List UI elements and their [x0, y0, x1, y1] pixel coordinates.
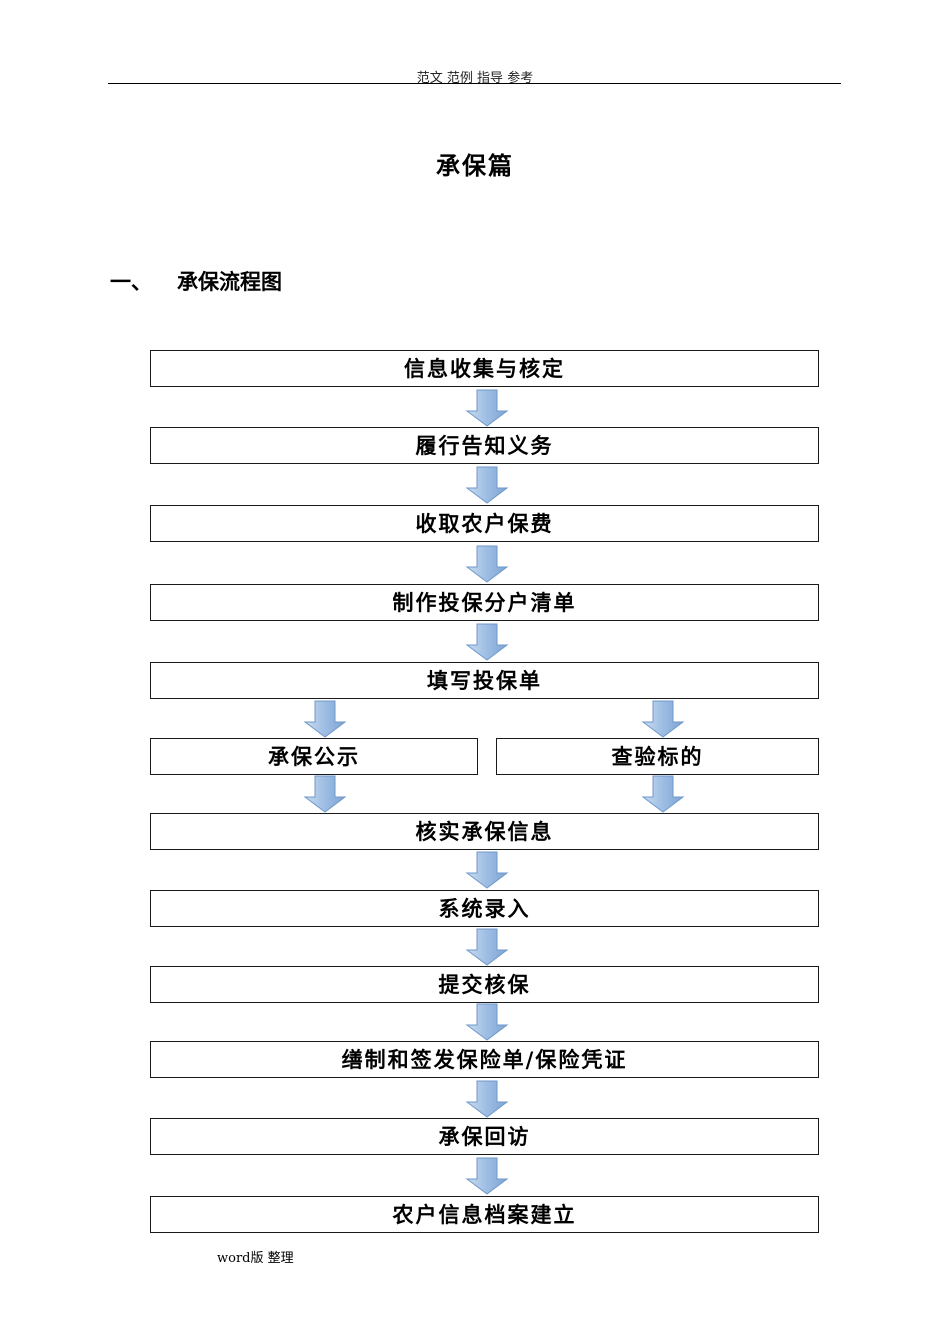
down-arrow-icon [466, 466, 508, 504]
flow-step-label: 承保回访 [438, 1124, 531, 1149]
flow-step-label: 填写投保单 [427, 668, 542, 693]
flow-step-label: 承保公示 [268, 744, 360, 769]
flow-step-household-list: 制作投保分户清单 [150, 584, 819, 621]
down-arrow-icon [642, 700, 684, 738]
down-arrow-icon [466, 389, 508, 427]
down-arrow-icon [466, 1080, 508, 1118]
flow-step-issue-policy: 缮制和签发保险单/保险凭证 [150, 1041, 819, 1078]
flow-step-follow-up: 承保回访 [150, 1118, 819, 1155]
header-divider [108, 83, 841, 84]
down-arrow-icon [304, 775, 346, 813]
section-title: 承保流程图 [177, 269, 282, 294]
header-text: 范文 范例 指导 参考 [416, 71, 534, 86]
flow-step-label: 信息收集与核定 [404, 356, 565, 381]
down-arrow-icon [466, 1003, 508, 1041]
flow-step-label: 系统录入 [438, 896, 531, 921]
flow-step-label: 履行告知义务 [415, 433, 554, 458]
down-arrow-icon [466, 928, 508, 966]
flow-step-verify-info: 核实承保信息 [150, 813, 819, 850]
down-arrow-icon [466, 545, 508, 583]
flow-step-label: 农户信息档案建立 [392, 1202, 577, 1227]
flow-step-label: 制作投保分户清单 [392, 590, 577, 615]
flow-step-inspect-subject: 查验标的 [496, 738, 819, 775]
flow-step-collect-premium: 收取农户保费 [150, 505, 819, 542]
down-arrow-icon [304, 700, 346, 738]
page-footer: word版 整理 [217, 1251, 294, 1266]
down-arrow-icon [466, 1157, 508, 1195]
down-arrow-icon [466, 851, 508, 889]
section-number: 一、 [110, 269, 152, 294]
flow-step-notify-obligations: 履行告知义务 [150, 427, 819, 464]
flow-step-label: 收取农户保费 [415, 511, 554, 536]
flow-step-label: 查验标的 [611, 744, 704, 769]
flow-step-archive: 农户信息档案建立 [150, 1196, 819, 1233]
down-arrow-icon [642, 775, 684, 813]
flow-step-label: 核实承保信息 [415, 819, 554, 844]
flow-step-fill-application: 填写投保单 [150, 662, 819, 699]
flow-step-label: 缮制和签发保险单/保险凭证 [341, 1047, 628, 1072]
down-arrow-icon [466, 623, 508, 661]
document-title: 承保篇 [436, 151, 514, 180]
flow-step-label: 提交核保 [438, 972, 531, 997]
flow-step-system-entry: 系统录入 [150, 890, 819, 927]
flow-step-public-notice: 承保公示 [150, 738, 478, 775]
flow-step-submit-underwriting: 提交核保 [150, 966, 819, 1003]
flow-step-collect-verify: 信息收集与核定 [150, 350, 819, 387]
